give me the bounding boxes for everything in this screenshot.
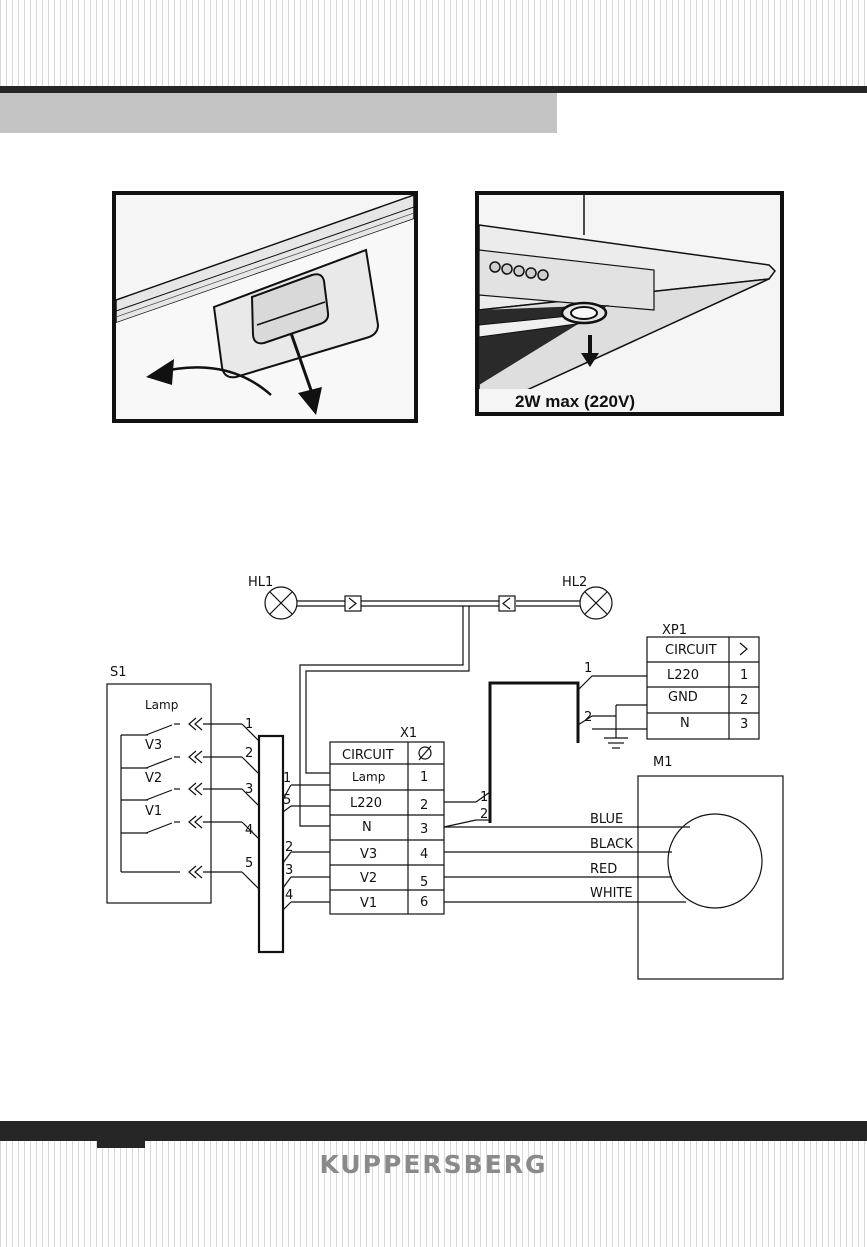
terminal-row-circuit: Lamp: [352, 770, 385, 784]
motor-m1-label: M1: [653, 755, 673, 770]
lamp-hl1-label: HL1: [248, 575, 273, 590]
top-rule: [0, 86, 867, 93]
terminal-header-circuit: CIRCUIT: [342, 748, 394, 763]
terminal-row-pin: 3: [420, 822, 428, 837]
terminal-row-circuit: N: [362, 820, 372, 835]
switch-pin-label: 5: [245, 856, 253, 871]
plug-wire-pin: 1: [584, 661, 592, 676]
plug-wire-pin: 2: [584, 710, 592, 725]
terminal-x1-label: X1: [400, 726, 417, 741]
switch-lamp-label: Lamp: [145, 698, 178, 712]
terminal-row-circuit: V1: [360, 896, 377, 911]
plug-row-pin: 2: [740, 693, 748, 708]
bottom-stripe-pattern: [0, 1141, 867, 1247]
plug-header-circuit: CIRCUIT: [665, 643, 717, 658]
power-pin-label: 1: [480, 790, 488, 805]
power-pin-label: 2: [480, 807, 488, 822]
lamp-hl2-label: HL2: [562, 575, 587, 590]
brand-logo-text: KUPPERSBERG: [319, 1150, 548, 1179]
lamp-power-caption: 2W max (220V): [515, 392, 635, 411]
lamp-replacement-figure: 2W max (220V): [475, 191, 784, 416]
switch-pin-label: 3: [245, 782, 253, 797]
bus-pin-label: 1: [283, 771, 291, 786]
section-header-band: [0, 93, 557, 133]
bus-pin-label: 5: [283, 793, 291, 808]
terminal-row-circuit: V2: [360, 871, 377, 886]
switch-pin-label: 1: [245, 717, 253, 732]
plug-row-pin: 3: [740, 717, 748, 732]
terminal-row-pin: 5: [420, 875, 428, 890]
bus-pin-label: 2: [285, 840, 293, 855]
plug-row-circuit: L220: [667, 668, 699, 683]
footer-page-tab: [97, 1141, 145, 1148]
control-buttons: [489, 261, 549, 281]
light-cover-figure: [112, 191, 418, 423]
terminal-row-circuit: V3: [360, 847, 377, 862]
schematic-labels: HL1 HL2 S1 Lamp V3 V2 V1 1 2 3 4 5 1 5 2…: [110, 575, 748, 911]
switch-pin-label: 2: [245, 746, 253, 761]
top-stripe-pattern: [0, 0, 867, 86]
motor-wire-label: RED: [590, 862, 617, 877]
motor-wire-label: BLACK: [590, 837, 633, 852]
switch-pin-label: 4: [245, 823, 253, 838]
footer-rule: [0, 1121, 867, 1141]
switch-v3-label: V3: [145, 738, 162, 753]
switch-v1-label: V1: [145, 804, 162, 819]
plug-row-circuit: N: [680, 716, 690, 731]
plug-row-circuit: GND: [668, 690, 698, 705]
motor-wire-label: BLUE: [590, 812, 623, 827]
wiring-schematic: HL1 HL2 S1 Lamp V3 V2 V1 1 2 3 4 5 1 5 2…: [106, 575, 784, 980]
terminal-row-pin: 6: [420, 895, 428, 910]
motor-wire-label: WHITE: [590, 886, 633, 901]
switch-block-label: S1: [110, 665, 127, 680]
terminal-row-circuit: L220: [350, 796, 382, 811]
plug-xp1-label: XP1: [662, 623, 687, 638]
plug-row-pin: 1: [740, 668, 748, 683]
bus-pin-label: 3: [285, 863, 293, 878]
terminal-row-pin: 1: [420, 770, 428, 785]
switch-v2-label: V2: [145, 771, 162, 786]
terminal-row-pin: 2: [420, 798, 428, 813]
terminal-row-pin: 4: [420, 847, 428, 862]
bus-pin-label: 4: [285, 888, 293, 903]
